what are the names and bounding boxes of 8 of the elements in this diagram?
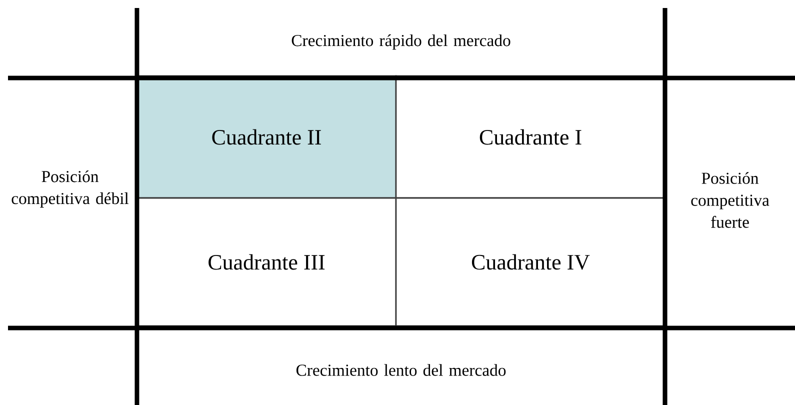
quadrant-cell: Cuadrante II (136, 75, 397, 199)
quadrant-cell: Cuadrante III (136, 197, 397, 327)
axis-label: Crecimiento lento del mercado (296, 364, 506, 376)
axis-label: Posición competitiva fuerte (691, 172, 770, 228)
quadrant-cell: Cuadrante IV (395, 197, 666, 327)
quadrant-cell: Cuadrante I (395, 75, 666, 199)
axis-label: Crecimiento rápido del mercado (292, 34, 510, 50)
axis-label: Posición competitiva débil (12, 170, 129, 208)
